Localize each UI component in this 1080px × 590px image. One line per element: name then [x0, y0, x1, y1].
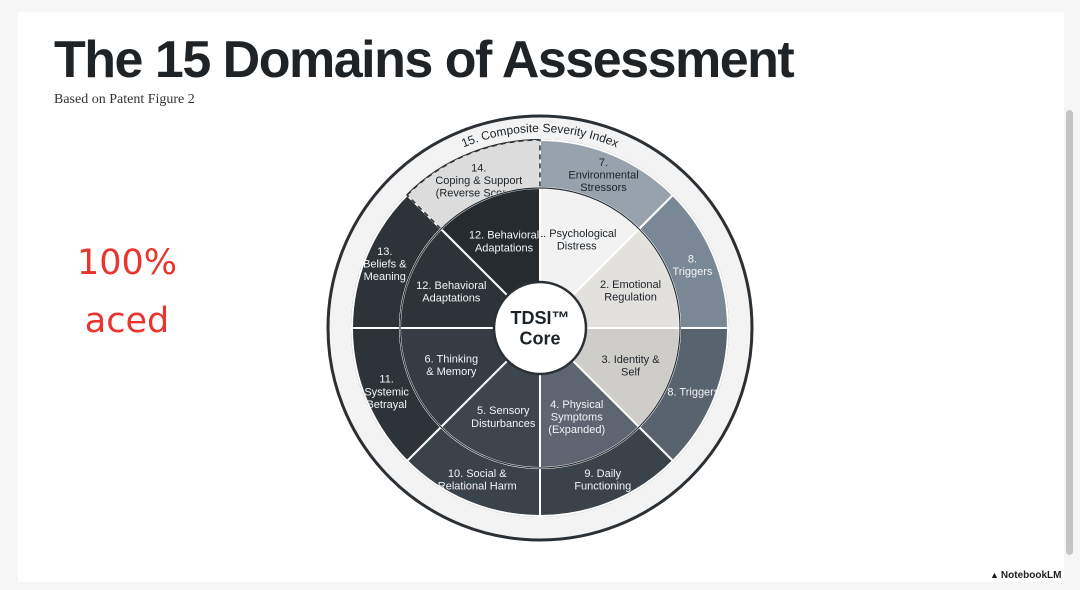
outer-segment-label-3: 8. Triggers	[667, 386, 719, 398]
outer-segment-label-5: 10. Social &Relational Harm	[438, 468, 517, 493]
watermark-text: NotebookLM	[1000, 570, 1062, 581]
notebooklm-logo-icon: ▲	[990, 570, 999, 580]
outer-segment-8	[406, 139, 541, 231]
core-circle	[492, 280, 588, 376]
scrollbar[interactable]	[1066, 110, 1073, 555]
inner-segment-label-3: 3. Identity &Self	[601, 354, 660, 379]
page-title: The 15 Domains of Assessment	[54, 31, 795, 89]
inner-segment-label-6: 6. Thinking& Memory	[425, 353, 479, 378]
outer-segment-label-7: 13.Beliefs &Meaning	[363, 246, 407, 283]
notebooklm-watermark: ▲NotebookLM	[990, 570, 1061, 581]
outer-segment-label-2: 8.Triggers	[672, 253, 712, 278]
overlay-line-2: aced	[84, 301, 170, 341]
page-subtitle: Based on Patent Figure 2	[54, 92, 195, 107]
inner-band-edge	[399, 187, 681, 469]
overlay-line-1: 100%	[76, 243, 178, 283]
overlay-annotation: 100% aced	[52, 234, 202, 350]
